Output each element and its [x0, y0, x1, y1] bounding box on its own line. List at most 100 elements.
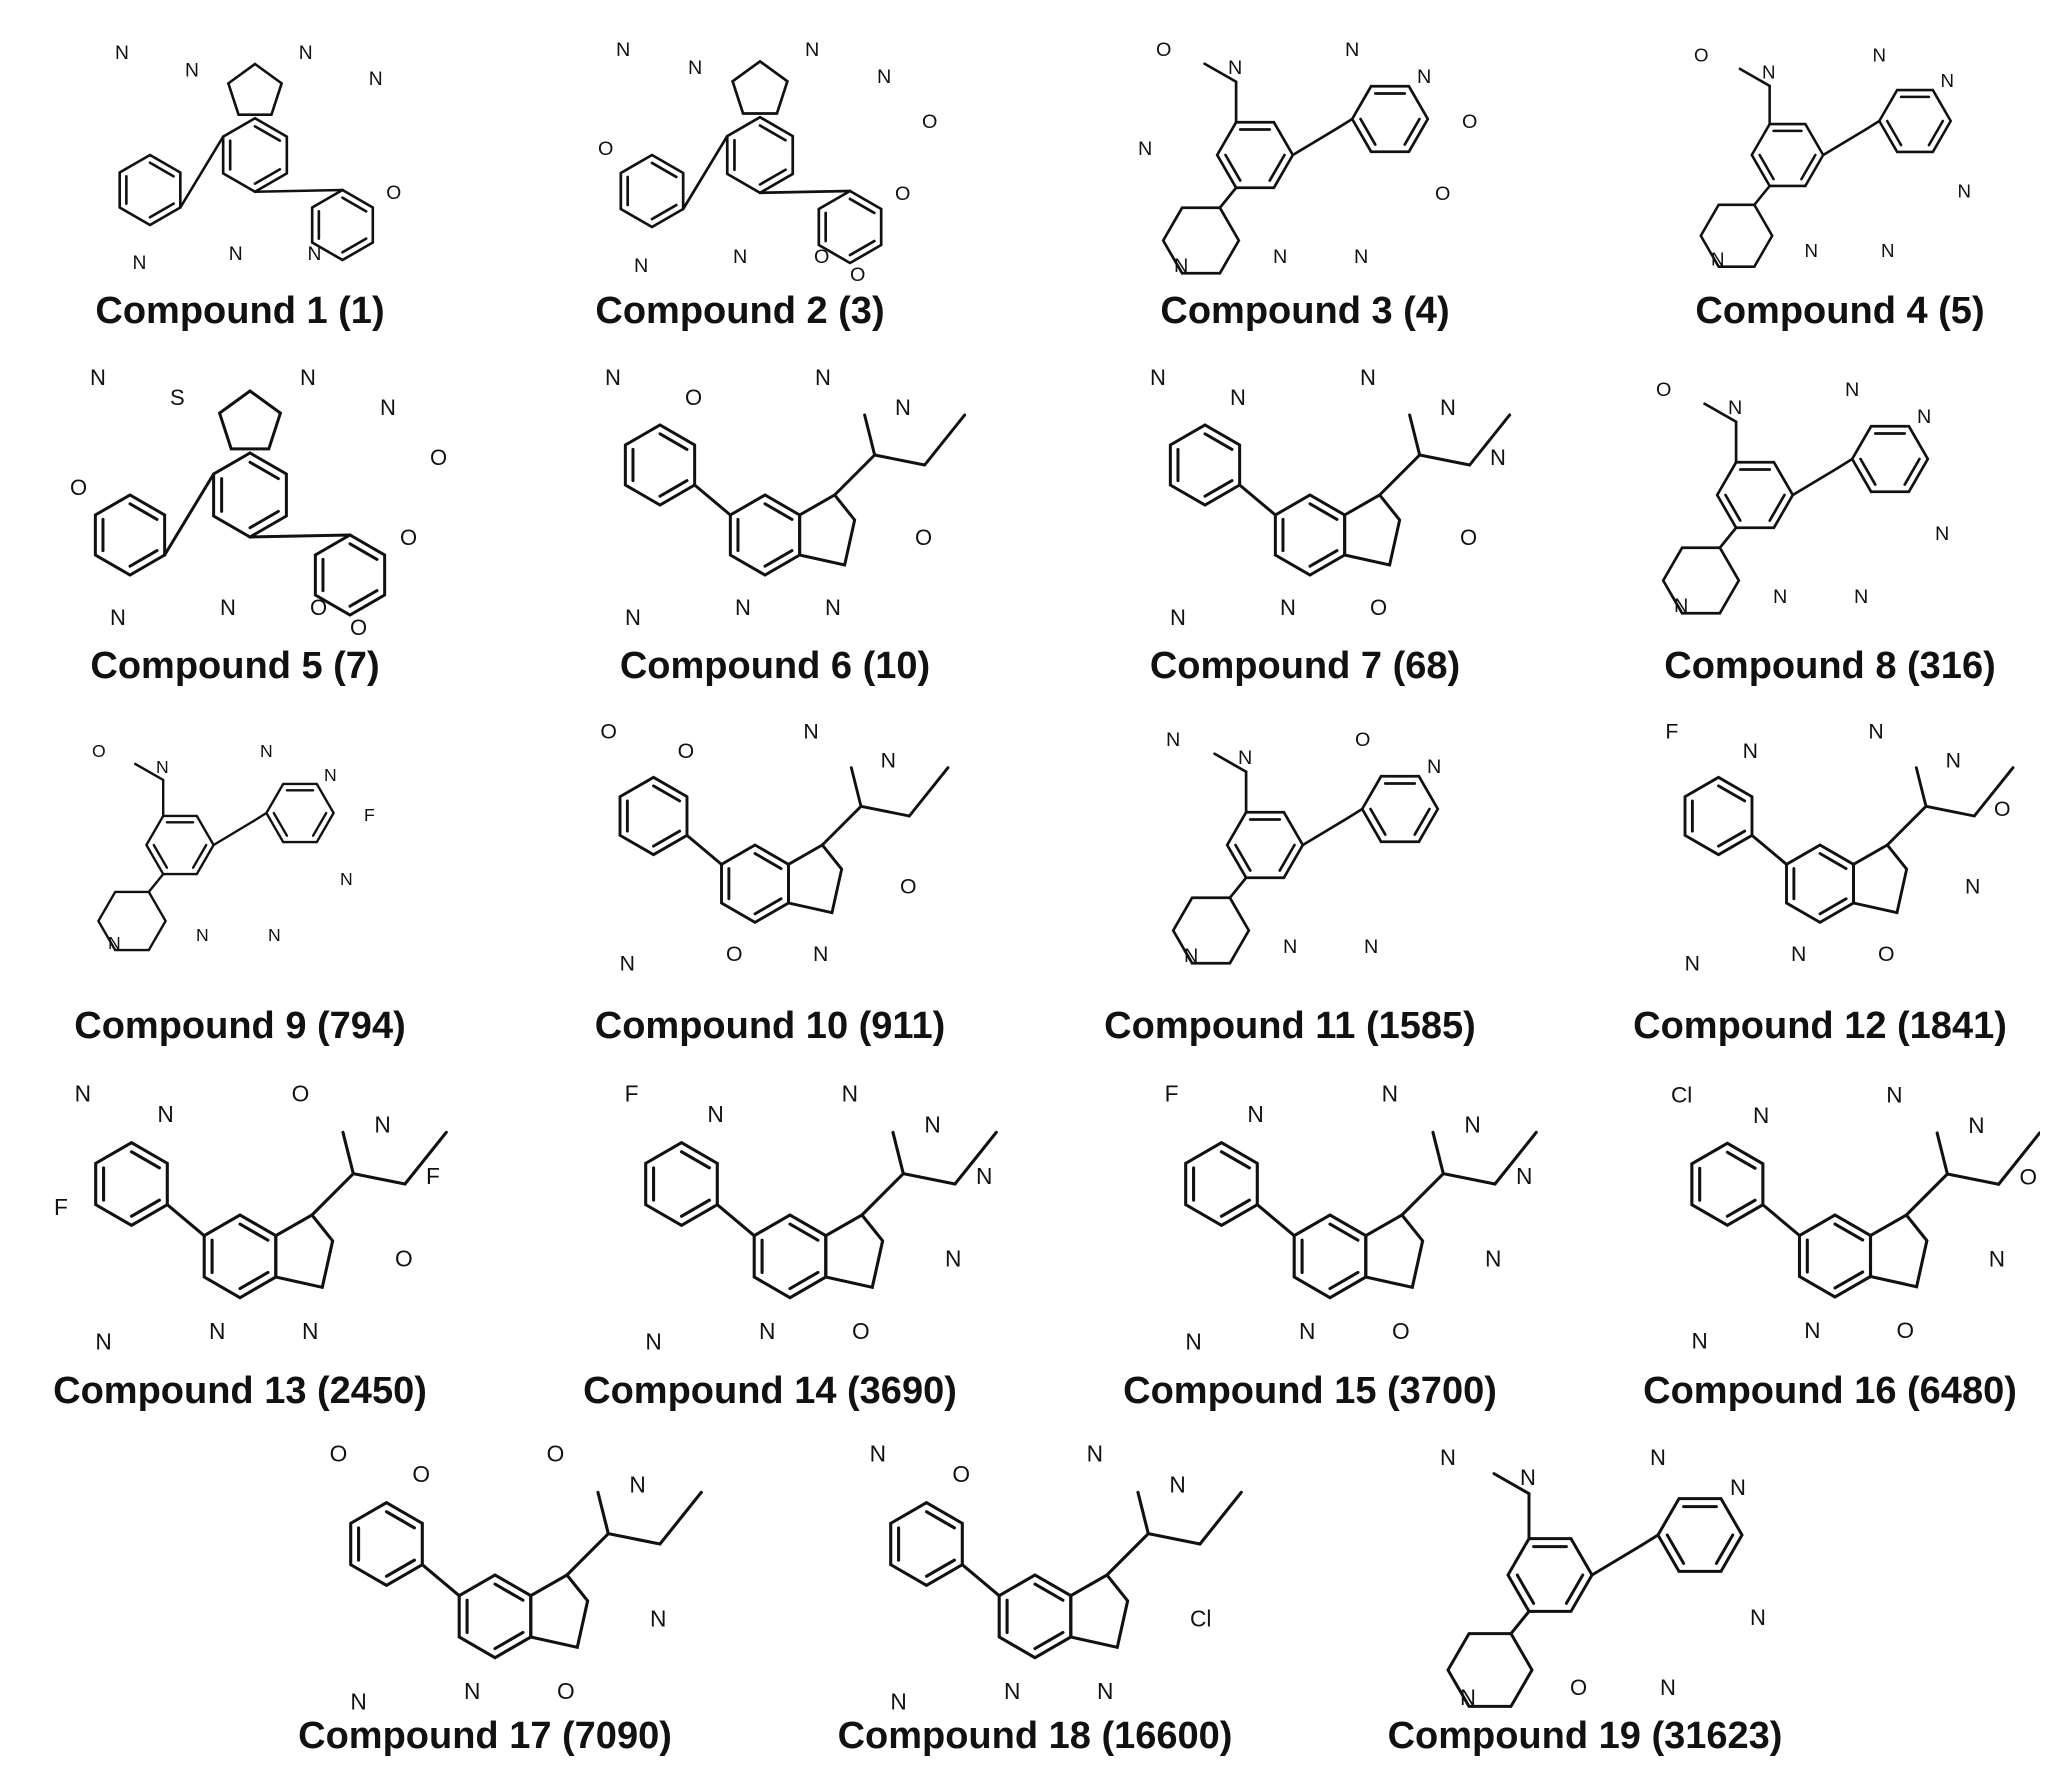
atom-label: O [678, 739, 695, 763]
atom-label: N [815, 365, 831, 390]
alkyl-bond [1468, 413, 1512, 467]
phenyl-ring [310, 188, 375, 262]
atom-label: O [600, 720, 617, 744]
atom-label: N [308, 244, 322, 265]
double-bond [272, 811, 289, 837]
fused-ring [217, 389, 283, 451]
atom-label: N [1946, 749, 1961, 773]
amide-n-bond [1146, 1532, 1202, 1546]
double-bond [1833, 1222, 1865, 1242]
atom-label: N [1097, 1678, 1113, 1704]
atom-label: N [707, 1101, 723, 1127]
amide-n-bond [351, 1172, 407, 1186]
double-bond [493, 1582, 525, 1602]
biaryl-bond [693, 483, 732, 517]
double-bond [341, 237, 368, 254]
double-bond [1903, 457, 1921, 486]
biaryl-bond [248, 533, 352, 539]
double-bond [1818, 897, 1848, 916]
atom-label: O [852, 1318, 870, 1344]
amide-bond [1904, 1172, 1949, 1217]
double-bond [1714, 1533, 1735, 1565]
pyrazine-ring [202, 1213, 278, 1300]
amine-bond [1718, 526, 1738, 550]
atom-label: N [340, 869, 353, 889]
atom-label: Cl [1190, 1606, 1211, 1632]
aryl-ring [93, 493, 167, 577]
pyridine-ring [1850, 424, 1930, 494]
atom-label: N [1660, 1675, 1676, 1700]
double-bond [129, 1198, 161, 1218]
atom-label: N [1873, 45, 1887, 66]
pyridazine-ring [1215, 120, 1295, 190]
atom-label: N [1730, 1475, 1746, 1500]
atom-label: N [1417, 66, 1431, 88]
pyrazine-ring [1797, 1213, 1873, 1299]
atom-label: N [1845, 379, 1859, 401]
atom-label: N [1138, 138, 1152, 160]
double-bond [348, 542, 379, 561]
amide-bond [833, 453, 877, 497]
atom-label: N [1345, 39, 1359, 61]
pyrrole-ring [787, 843, 844, 915]
double-bond [128, 549, 159, 568]
double-bond [1308, 549, 1339, 568]
carbonyl-bond [1213, 752, 1248, 774]
double-bond [253, 125, 282, 142]
atom-label: N [1958, 180, 1972, 201]
carbonyl-bond [1136, 1490, 1150, 1536]
atom-label: N [380, 395, 396, 420]
amide-n-bond [1441, 1172, 1497, 1186]
core-ring [212, 451, 288, 539]
amide-n-bond [1945, 1172, 2001, 1186]
double-bond [348, 589, 379, 608]
double-bond [1413, 807, 1431, 836]
double-bond [1328, 1222, 1360, 1242]
biaryl-bond [715, 1203, 756, 1238]
double-bond [650, 203, 678, 221]
atom-label: N [1440, 1445, 1456, 1470]
double-bond [1758, 153, 1775, 181]
compound-caption: Compound 14 (3690) [583, 1370, 957, 1412]
amide-n-bond [1924, 804, 1976, 818]
atom-label: F [364, 805, 375, 825]
atom-label: O [395, 1246, 413, 1272]
atom-label: N [299, 43, 313, 64]
double-bond [1219, 1198, 1251, 1218]
atom-label: N [115, 43, 129, 64]
atom-label: O [70, 475, 87, 500]
atom-label: N [1174, 255, 1188, 277]
atom-label: N [877, 66, 891, 88]
atom-label: F [1665, 720, 1678, 744]
double-bond [1033, 1630, 1065, 1651]
atom-label: O [952, 1461, 970, 1487]
atom-label: N [1516, 1163, 1532, 1189]
double-bond [650, 161, 678, 179]
atom-label: O [92, 741, 106, 761]
double-bond [148, 161, 175, 178]
biaryl-bond [165, 1203, 206, 1238]
double-bond [1724, 493, 1742, 522]
carbonyl-bond [1738, 67, 1771, 88]
amide-bond [860, 1172, 905, 1217]
double-bond [679, 1198, 711, 1218]
atom-label: N [1464, 1111, 1480, 1137]
atom-label: N [1941, 70, 1955, 91]
pyridazine-ring [145, 814, 215, 876]
atom-label: N [302, 1318, 318, 1344]
pyrazine-ring [1292, 1213, 1368, 1300]
atom-label: S [170, 385, 185, 410]
double-bond [1234, 843, 1252, 872]
atom-label: N [369, 69, 383, 90]
compound-caption: Compound 8 (316) [1664, 645, 1996, 687]
atom-label: N [1685, 952, 1700, 976]
double-bond [384, 1510, 416, 1530]
